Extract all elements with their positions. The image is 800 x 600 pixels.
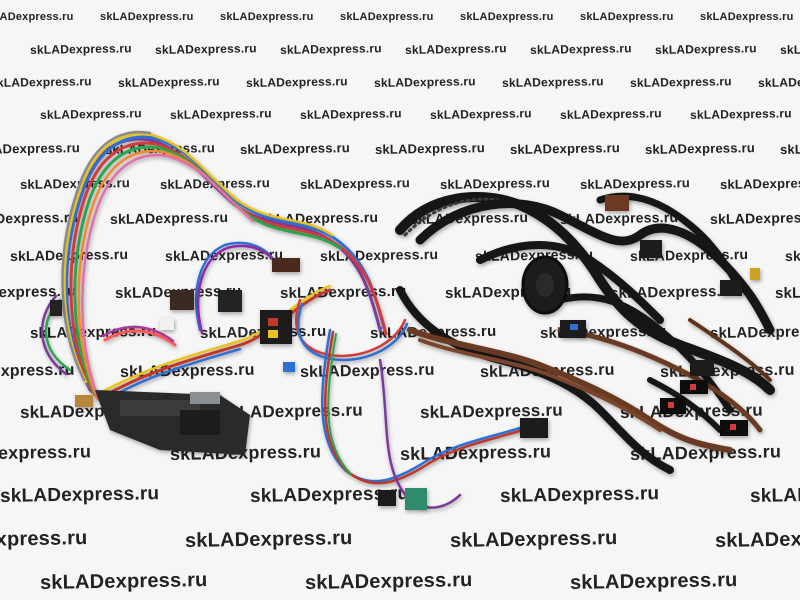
watermark-text: skLADexpress.ru — [0, 11, 74, 23]
watermark-text: skLADexpress.ru — [220, 11, 314, 23]
watermark-text: skLADexpress.ru — [340, 11, 434, 23]
watermark-text: skLADexpress.ru — [700, 11, 794, 23]
watermark-text: skLADexpress.ru — [460, 11, 554, 23]
watermark-text: skLADexpress.ru — [580, 11, 674, 23]
connectors — [50, 195, 760, 510]
watermark-text: skLADexpress.ru — [100, 11, 194, 23]
connector-green — [405, 488, 427, 510]
ecu-connector — [75, 390, 250, 455]
connector-brown — [170, 290, 194, 310]
